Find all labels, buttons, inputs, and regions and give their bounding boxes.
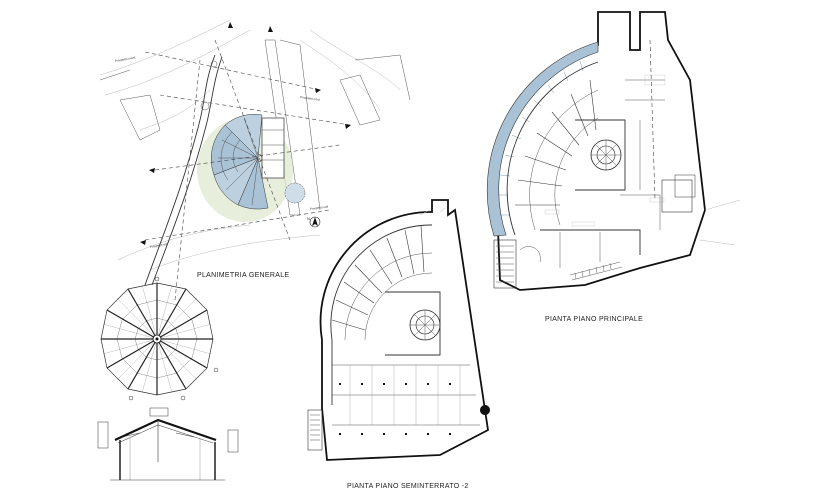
north-label: N (307, 216, 310, 221)
site-plan-caption: PLANIMETRIA GENERALE (197, 272, 290, 279)
basement-plan (307, 199, 490, 461)
view-label-2: Prospetto nord (300, 95, 320, 102)
site-plan: N Prospetto ovest Prospetto nord Prospet… (99, 19, 411, 301)
view-label-1: Prospetto ovest (114, 55, 135, 63)
view-label-4: Prospetto est (149, 242, 167, 249)
main-floor-plan (486, 11, 741, 291)
roof-section (97, 407, 239, 481)
basement-caption: PIANTA PIANO SEMINTERRATO -2 (347, 483, 469, 490)
main-floor-caption: PIANTA PIANO PRINCIPALE (545, 316, 644, 323)
view-label-3: Prospetto sud (310, 204, 329, 211)
roof-structure-plan (100, 276, 219, 401)
